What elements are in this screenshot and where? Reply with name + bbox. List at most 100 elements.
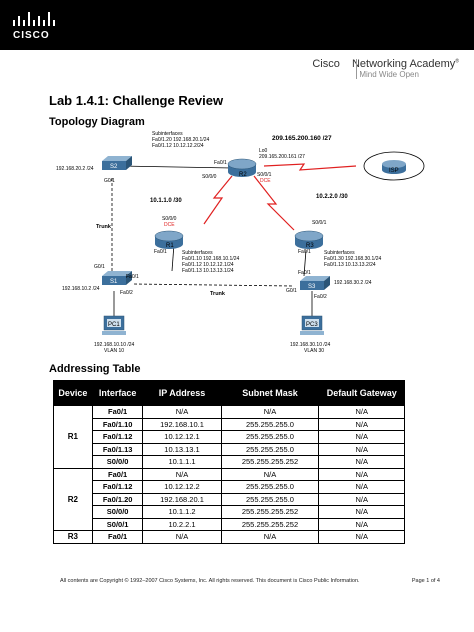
label-pc1: PC1 (108, 322, 120, 328)
net-r2-r3: 10.2.2.0 /30 (316, 194, 348, 200)
r2-sub-1: Fa0/1.20 192.168.20.1/24 (152, 137, 209, 143)
cell-ip: N/A (142, 530, 222, 544)
cell-ip: 10.2.2.1 (142, 517, 222, 531)
net-r1-r2: 10.1.1.0 /30 (150, 198, 182, 204)
col-device: Device (53, 380, 93, 406)
trunk-s1-s3 (133, 283, 293, 287)
addressing-table: Device Interface IP Address Subnet Mask … (53, 380, 405, 544)
r1-sub-3: Fa0/1.13 10.13.13.1/24 (182, 268, 234, 274)
addressing-heading: Addressing Table (49, 363, 141, 375)
r3-sub-0: Subinterfaces (324, 250, 355, 256)
s2-ip: 192.168.20.2 /24 (56, 166, 94, 172)
serial-r2-isp (263, 163, 357, 171)
col-interface: Interface (91, 380, 144, 406)
academy-cisco: Cisco (312, 58, 340, 70)
label-r1: R1 (166, 243, 174, 249)
header-bar: CISCO (0, 0, 474, 50)
s2-g01: G0/1 (104, 178, 115, 184)
s3-fa01: Fa0/1 (298, 270, 311, 276)
cell-mask: 255.255.255.252 (220, 455, 320, 469)
s1-fa02: Fa0/2 (120, 290, 133, 296)
link-r2-r1 (174, 173, 247, 236)
s1-fa01: Fa0/1 (126, 274, 139, 280)
cell-interface: Fa0/1.13 (91, 442, 144, 456)
cell-gateway: N/A (318, 517, 405, 531)
r1-dce: DCE (164, 222, 175, 228)
cell-gateway: N/A (318, 405, 405, 419)
cell-mask: N/A (220, 467, 320, 481)
cell-mask: 255.255.255.0 (220, 417, 320, 431)
pc1-vlan: VLAN 10 (104, 348, 124, 354)
r2-fa01: Fa0/1 (214, 160, 227, 166)
router-r1-icon (154, 230, 184, 249)
label-isp: ISP (389, 168, 399, 174)
s1-g01: G0/1 (94, 264, 105, 270)
topology-heading: Topology Diagram (49, 116, 145, 128)
r1-fa01: Fa0/1 (154, 249, 167, 255)
r2-sub-0: Subinterfaces (152, 131, 183, 137)
cisco-bridge-icon (13, 12, 55, 26)
cell-gateway: N/A (318, 505, 405, 519)
switch-s2-icon (102, 156, 132, 170)
isp-cloud-icon (363, 151, 425, 181)
pc3-ip: 192.168.30.10 /24 (290, 342, 331, 348)
cell-ip: 10.1.1.1 (142, 455, 222, 469)
label-s3: S3 (308, 284, 316, 290)
r2-lo0-1: 209.165.200.161 /27 (259, 154, 305, 160)
cell-device: R2 (53, 467, 93, 531)
brand-separator (356, 59, 358, 79)
footer: All contents are Copyright © 1992–2007 C… (60, 578, 440, 584)
cell-mask: 255.255.255.0 (220, 492, 320, 506)
r3-sub-1: Fa0/1.30 192.168.30.1/24 (324, 256, 381, 262)
cell-mask: 255.255.255.252 (220, 505, 320, 519)
cell-mask: 255.255.255.0 (220, 480, 320, 494)
cell-interface: S0/0/1 (91, 517, 144, 531)
topology-diagram: R2 R1 R3 ISP S2 S1 S3 (56, 131, 425, 354)
pc1-ip: 192.168.10.10 /24 (94, 342, 135, 348)
label-r3: R3 (306, 243, 314, 249)
link-r3-s3 (303, 249, 307, 277)
serial-r1-r2 (203, 175, 233, 225)
s3-ip: 192.168.30.2 /24 (334, 280, 372, 286)
switch-s3-icon (300, 276, 330, 290)
cell-mask: 255.255.255.0 (220, 442, 320, 456)
label-s2: S2 (110, 164, 118, 170)
r2-lo0-0: Lo0 (259, 148, 268, 154)
table-header-row: Device Interface IP Address Subnet Mask … (53, 380, 405, 406)
r2-dce: DCE (260, 178, 271, 184)
cell-gateway: N/A (318, 417, 405, 431)
academy-reg-mark: ® (455, 58, 459, 65)
link-s2-r2 (121, 165, 233, 169)
cisco-logo: CISCO (12, 8, 62, 42)
pc1-icon (102, 315, 126, 335)
lab-title: Lab 1.4.1: Challenge Review (49, 93, 224, 108)
col-gateway: Default Gateway (318, 380, 405, 406)
s1-ip: 192.168.10.2 /24 (62, 286, 100, 292)
cell-ip: N/A (142, 405, 222, 419)
cell-ip: N/A (142, 467, 222, 481)
cell-gateway: N/A (318, 430, 405, 444)
r2-sub-2: Fa0/1.12 10.12.12.2/24 (152, 143, 204, 149)
cell-interface: Fa0/1 (91, 530, 144, 544)
r1-sub-0: Subinterfaces (182, 250, 213, 256)
cell-gateway: N/A (318, 480, 405, 494)
cell-gateway: N/A (318, 530, 405, 544)
r3-fa01: Fa0/1 (298, 249, 311, 255)
cell-interface: Fa0/1 (91, 467, 144, 481)
trunk-bottom-label: Trunk (210, 291, 226, 297)
cell-interface: Fa0/1 (91, 405, 144, 419)
col-ip: IP Address (142, 380, 222, 406)
serial-r2-r3 (253, 175, 295, 231)
r2-s000: S0/0/0 (202, 174, 217, 180)
academy-name: Networking Academy (351, 58, 456, 70)
